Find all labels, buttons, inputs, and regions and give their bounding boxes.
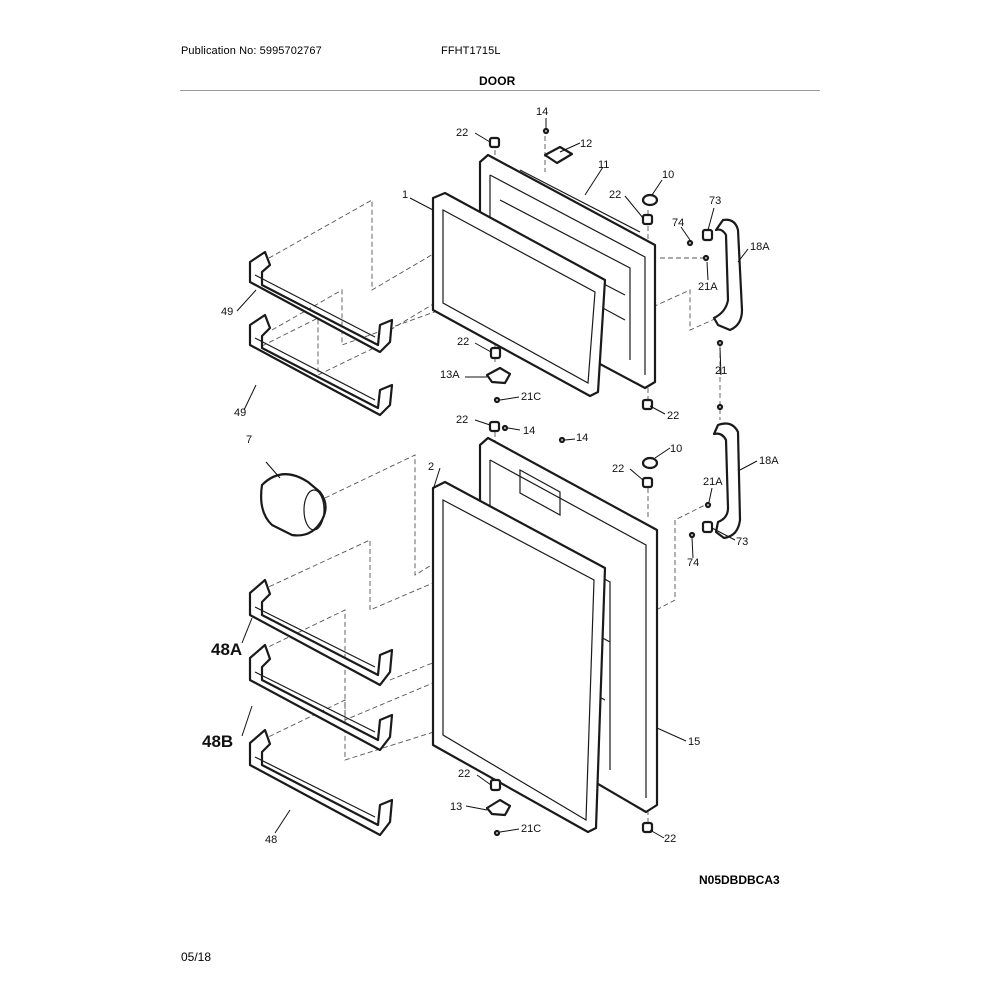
refrigerator-shelf-48b [248,643,394,752]
door-nameplate [543,145,574,165]
callout-22-upper-right: 22 [609,189,621,201]
callout-22-lower-top: 22 [456,414,468,426]
header-divider [180,90,820,91]
callout-22-top: 22 [456,127,468,139]
callout-15: 15 [688,736,700,748]
section-title: DOOR [479,74,516,88]
callout-48a: 48A [211,640,242,659]
drawing-id: N05DBDBCA3 [699,873,780,887]
callout-21: 21 [715,365,727,377]
model-number: FFHT1715L [441,45,501,57]
dairy-container [260,473,327,537]
callout-73-lower: 73 [736,536,748,548]
callout-74-upper: 74 [672,217,684,229]
refrigerator-shelf-48a [248,578,394,687]
freezer-door-handle [712,218,744,332]
callout-22-lower-right: 22 [612,463,624,475]
refrigerator-shelf-48 [248,728,394,837]
callout-48b: 48B [202,732,233,751]
callout-49-upper: 49 [221,306,233,318]
publication-number: Publication No: 5995702767 [181,45,322,57]
callout-14-right: 14 [576,432,588,444]
callout-13a: 13A [440,369,460,381]
callout-18a-upper: 18A [750,241,770,253]
callout-18a-lower: 18A [759,455,779,467]
callout-73-upper: 73 [709,195,721,207]
fresh-food-door-handle [712,422,742,540]
callout-11: 11 [598,159,609,171]
callout-21c-lower: 21C [521,823,541,835]
callout-7: 7 [246,434,252,446]
callout-10-upper: 10 [662,169,674,181]
callout-22-lower-bottom: 22 [664,833,676,845]
callout-12: 12 [580,138,592,150]
callout-14-mid: 14 [523,425,535,437]
callout-2: 2 [428,461,434,473]
callout-21c-upper: 21C [521,391,541,403]
callout-22-upper-hinge: 22 [457,336,469,348]
callout-labels: 1 2 7 10 10 11 12 13 13A 14 14 14 15 18A… [202,106,779,846]
callout-22-lower-hinge: 22 [458,768,470,780]
freezer-shelf-lower [248,313,394,417]
callout-14-top: 14 [536,106,548,118]
publication-date: 05/18 [181,950,212,964]
freezer-door-gasket [431,191,607,398]
callout-10-lower: 10 [670,443,682,455]
callout-21a-lower: 21A [703,476,723,488]
fresh-food-door-gasket [431,480,607,834]
hardware-parts [485,127,724,837]
callout-21a-upper: 21A [698,281,718,293]
callout-13: 13 [450,801,462,813]
callout-48: 48 [265,834,277,846]
callout-74-lower: 74 [687,557,699,569]
callout-49-lower: 49 [234,407,246,419]
callout-1: 1 [402,189,408,201]
leader-lines [236,118,758,839]
callout-22-upper-bottom: 22 [667,410,679,422]
freezer-shelf-upper [248,250,394,354]
